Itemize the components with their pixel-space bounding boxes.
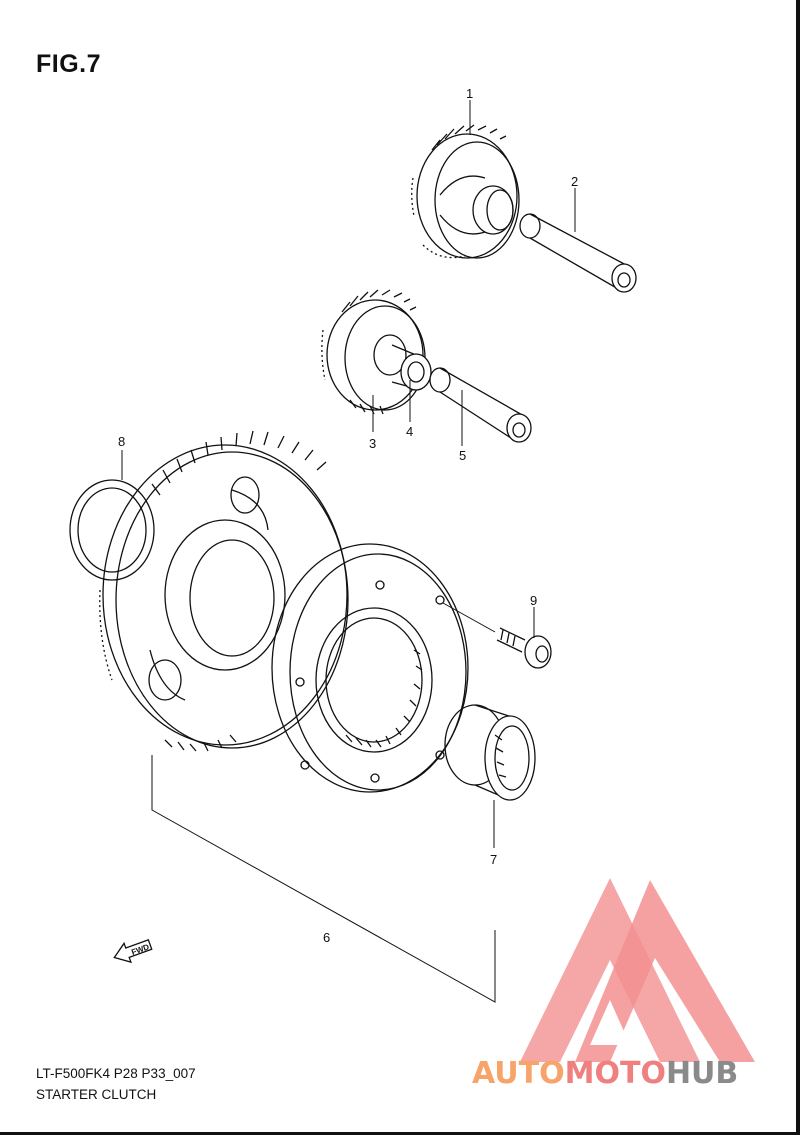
part-2-shaft — [519, 213, 637, 293]
callout-1: 1 — [466, 86, 473, 101]
callout-6: 6 — [323, 930, 330, 945]
callout-7: 7 — [490, 852, 497, 867]
callout-4: 4 — [406, 424, 413, 439]
figure-code: LT-F500FK4 P28 P33_007 — [36, 1066, 196, 1081]
figure-name: STARTER CLUTCH — [36, 1087, 157, 1102]
callout-5: 5 — [459, 448, 466, 463]
part-1-idle-gear — [411, 124, 520, 259]
callout-3: 3 — [369, 436, 376, 451]
part-6-clutch-housing — [271, 543, 469, 793]
watermark-moto: MOTO — [565, 1056, 666, 1091]
watermark-logo — [520, 878, 755, 1062]
figure-title: FIG.7 — [36, 50, 102, 78]
watermark-auto: AUTO — [472, 1056, 565, 1091]
part-6-starter-clutch-gear — [99, 430, 349, 752]
part-9-bolt — [496, 627, 552, 669]
part-3-gear — [321, 289, 426, 415]
callout-2: 2 — [571, 174, 578, 189]
leader-lines — [121, 100, 576, 1003]
fwd-label: FWD — [130, 942, 150, 957]
frame-right-border — [796, 0, 800, 1135]
part-8-washer — [69, 479, 155, 581]
callout-8: 8 — [118, 434, 125, 449]
fwd-arrow-icon: FWD — [113, 938, 153, 964]
callout-9: 9 — [530, 593, 537, 608]
watermark-text: AUTOMOTOHUB — [472, 1056, 738, 1091]
watermark-hub: HUB — [666, 1056, 738, 1091]
part-5-shaft — [429, 367, 532, 443]
frame-bottom-border — [0, 1132, 800, 1135]
part-7-bearing — [444, 704, 536, 801]
